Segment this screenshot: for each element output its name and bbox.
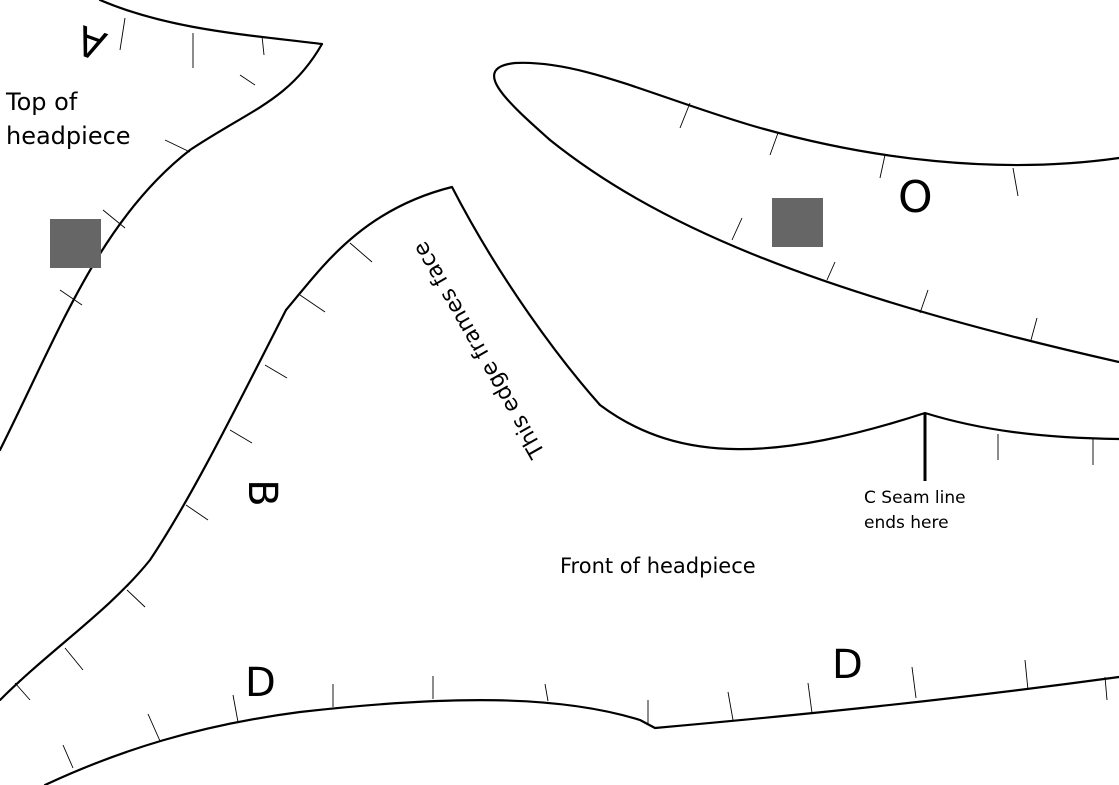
c-seam-label-line2: ends here — [864, 513, 949, 533]
seam-tick — [826, 261, 836, 281]
seam-tick — [1012, 167, 1019, 197]
piece-a-seam-ticks — [59, 17, 265, 306]
seam-tick — [185, 504, 209, 521]
seam-tick — [232, 694, 239, 723]
piece-d-label-right: D — [832, 642, 863, 688]
seam-tick — [731, 217, 743, 241]
seam-tick — [299, 294, 326, 313]
seam-tick — [919, 289, 929, 314]
seam-tick — [59, 289, 83, 306]
piece-a-outline — [0, 0, 324, 452]
top-of-headpiece-label-line2: headpiece — [6, 122, 131, 150]
seam-tick — [1030, 317, 1038, 341]
front-of-headpiece-label: Front of headpiece — [560, 554, 756, 578]
seam-tick — [229, 429, 253, 444]
c-seam-label-line1: C Seam line — [864, 488, 966, 508]
seam-tick — [1104, 676, 1108, 701]
piece-d-seam-ticks — [62, 659, 1108, 769]
seam-tick — [544, 683, 549, 702]
seam-tick — [1024, 659, 1029, 691]
top-of-headpiece-label-line1: Top of — [5, 88, 78, 116]
seam-tick — [807, 682, 813, 714]
seam-tick — [102, 209, 126, 229]
piece-b-label: B — [239, 479, 285, 506]
edge-frames-face-label: This edge frames face — [408, 237, 551, 463]
piece-b-seam-ticks — [14, 242, 373, 701]
seam-tick — [239, 74, 256, 86]
seam-tick — [727, 691, 734, 721]
seam-tick — [164, 139, 191, 153]
seam-tick — [349, 242, 373, 263]
placement-marker-left — [50, 219, 101, 268]
seam-tick — [62, 744, 74, 769]
c-seam-ticks — [997, 434, 1094, 465]
seam-tick — [264, 364, 288, 379]
piece-o-outline — [493, 61, 1119, 364]
seam-tick — [911, 666, 917, 699]
seam-tick — [14, 682, 31, 701]
piece-o-label: O — [898, 172, 933, 223]
piece-a-label: A — [70, 15, 112, 68]
seam-tick — [679, 102, 691, 129]
piece-d-edge-outline — [43, 675, 1119, 785]
seam-tick — [879, 154, 886, 179]
seam-tick — [147, 713, 161, 742]
placement-marker-right — [772, 198, 823, 247]
face-edge-outline — [0, 185, 1119, 702]
seam-tick — [64, 647, 84, 671]
piece-o-seam-ticks — [679, 102, 1038, 341]
seam-tick — [126, 589, 146, 608]
seam-tick — [769, 132, 779, 156]
piece-d-label-left: D — [245, 660, 276, 706]
seam-tick — [261, 35, 265, 56]
seam-tick — [119, 17, 126, 51]
